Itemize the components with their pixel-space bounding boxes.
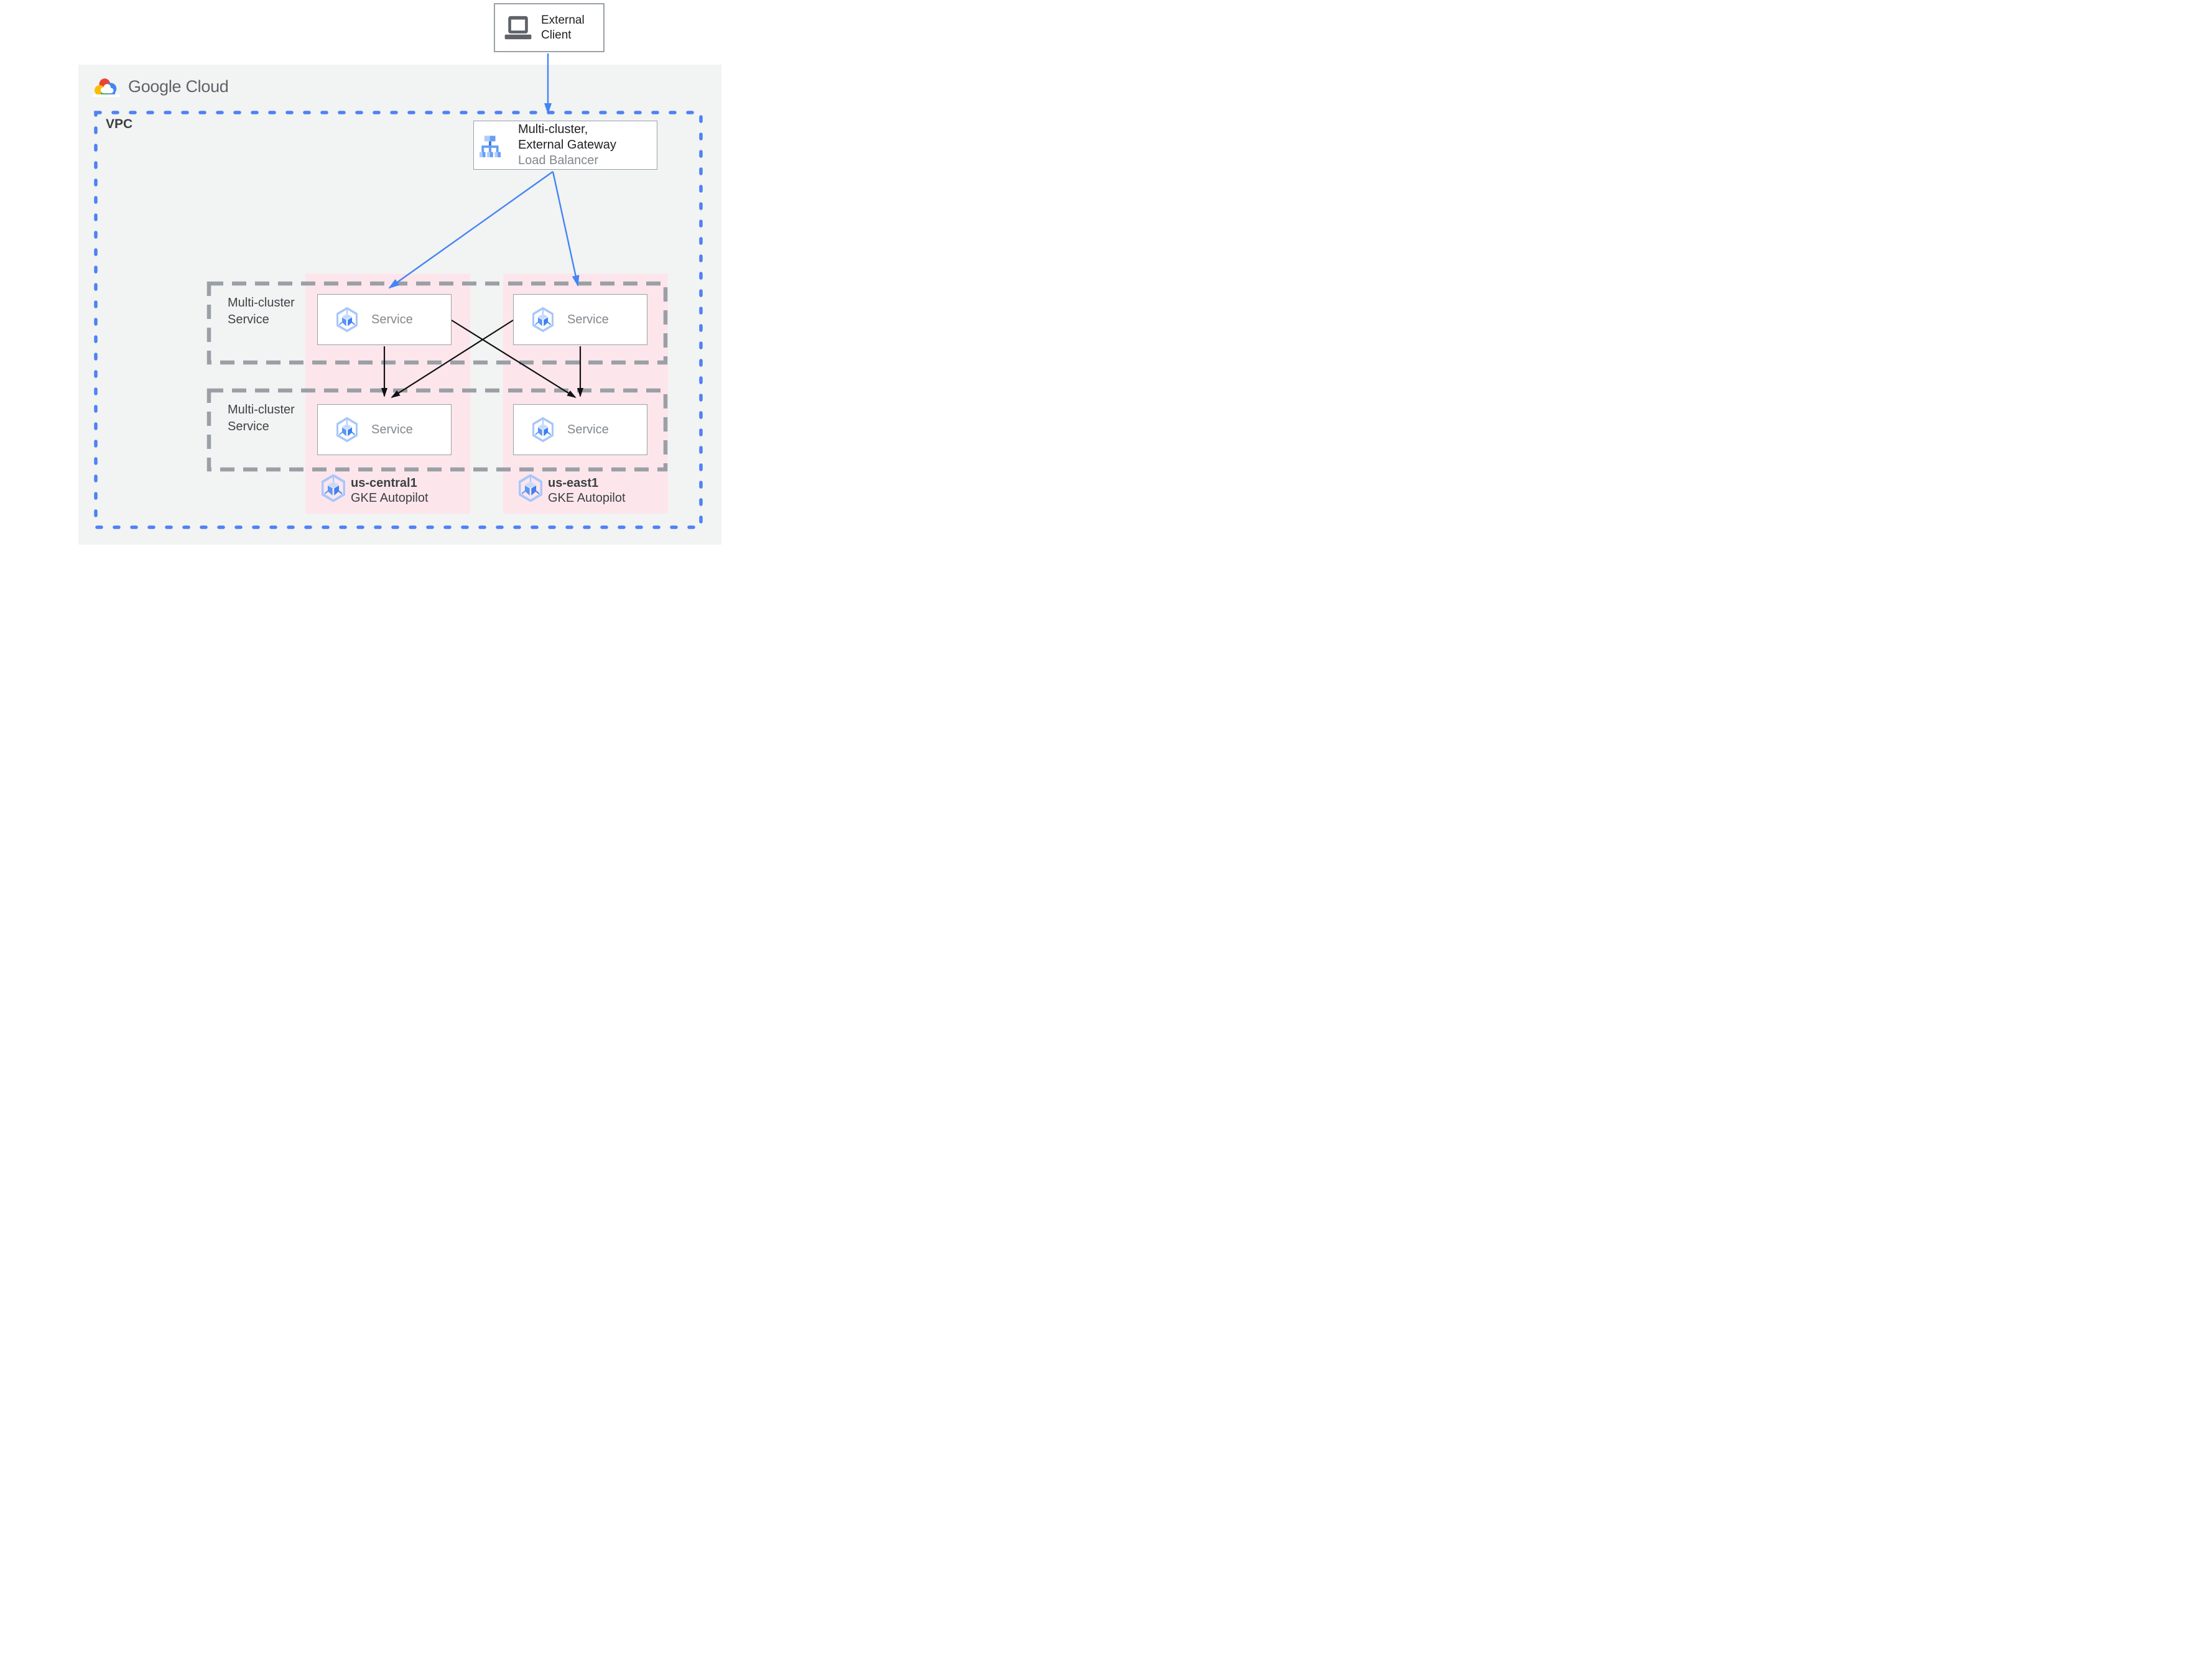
- architecture-diagram: Google Cloud VPC External Client: [0, 0, 737, 560]
- gke-cluster-icon: [519, 474, 542, 502]
- cluster-footer-us-central1: us-central1 GKE Autopilot: [322, 474, 429, 505]
- load-balancer-label: Multi-cluster, External Gateway Load Bal…: [518, 122, 616, 168]
- brand-google: Google: [128, 77, 182, 96]
- multicluster-service-row1-label: Multi-cluster Service: [228, 295, 315, 328]
- service-label: Service: [567, 422, 609, 436]
- load-balancer-icon: [480, 135, 501, 157]
- row2-label-line1: Multi-cluster: [228, 403, 295, 417]
- gke-service-icon: [532, 307, 554, 332]
- google-cloud-logo: Google Cloud: [93, 76, 229, 97]
- cluster-label: us-east1 GKE Autopilot: [548, 474, 626, 505]
- service-node-row2-us-central1: Service: [317, 404, 452, 455]
- cluster-region: us-central1: [351, 476, 417, 490]
- cluster-label: us-central1 GKE Autopilot: [351, 474, 429, 505]
- service-node-row1-us-east1: Service: [513, 294, 647, 345]
- row2-label-line2: Service: [228, 420, 269, 433]
- service-node-row1-us-central1: Service: [317, 294, 452, 345]
- lb-title-line2: External Gateway: [518, 138, 616, 152]
- row1-label-line2: Service: [228, 313, 269, 326]
- lb-subtitle: Load Balancer: [518, 154, 598, 167]
- brand-text: Google Cloud: [128, 77, 229, 96]
- cluster-region: us-east1: [548, 476, 599, 490]
- external-client-label: External Client: [541, 13, 585, 43]
- laptop-icon: [504, 16, 532, 40]
- gke-service-icon: [532, 417, 554, 442]
- service-label: Service: [371, 422, 413, 436]
- load-balancer-node: Multi-cluster, External Gateway Load Bal…: [473, 121, 657, 170]
- row1-label-line1: Multi-cluster: [228, 296, 295, 310]
- multicluster-service-row2-label: Multi-cluster Service: [228, 402, 315, 435]
- service-node-row2-us-east1: Service: [513, 404, 647, 455]
- lb-title-line1: Multi-cluster,: [518, 122, 588, 136]
- google-cloud-icon: [93, 78, 120, 97]
- cluster-footer-us-east1: us-east1 GKE Autopilot: [519, 474, 626, 505]
- external-client-node: External Client: [494, 3, 605, 52]
- vpc-label: VPC: [106, 117, 133, 131]
- gke-service-icon: [336, 417, 358, 442]
- service-label: Service: [567, 312, 609, 326]
- external-client-line1: External: [541, 13, 585, 27]
- service-label: Service: [371, 312, 413, 326]
- gke-service-icon: [336, 307, 358, 332]
- brand-cloud: Cloud: [185, 77, 229, 96]
- external-client-line2: Client: [541, 28, 572, 42]
- cluster-platform: GKE Autopilot: [351, 491, 429, 505]
- cluster-platform: GKE Autopilot: [548, 491, 626, 505]
- gke-cluster-icon: [322, 474, 345, 502]
